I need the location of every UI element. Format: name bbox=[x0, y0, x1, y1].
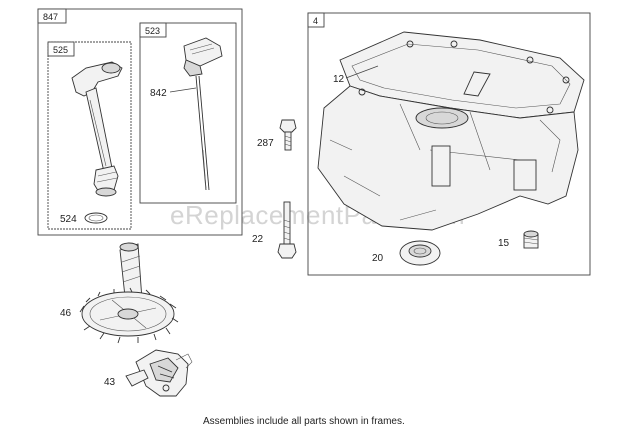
callout-43: 43 bbox=[104, 377, 116, 388]
frame-4-tab bbox=[307, 12, 325, 28]
frame-523-label: 523 bbox=[145, 26, 160, 36]
governor-assembly-part bbox=[125, 349, 193, 397]
frame-847-label: 847 bbox=[43, 12, 58, 22]
callout-15: 15 bbox=[498, 238, 510, 249]
oil-seal-part bbox=[399, 240, 441, 266]
frame-4-label: 4 bbox=[313, 16, 318, 26]
callout-524: 524 bbox=[60, 214, 77, 225]
frame-525: 525 bbox=[47, 41, 132, 230]
frame-525-label: 525 bbox=[53, 45, 68, 55]
plug-part bbox=[523, 230, 539, 249]
callout-842: 842 bbox=[150, 88, 167, 99]
o-ring-part bbox=[84, 212, 108, 224]
dipstick-tube-part bbox=[71, 61, 123, 197]
callout-22: 22 bbox=[252, 234, 264, 245]
callout-12: 12 bbox=[333, 74, 345, 85]
frame-523-tab bbox=[139, 22, 167, 38]
dipstick-part bbox=[183, 37, 223, 191]
callout-287: 287 bbox=[257, 138, 274, 149]
frame-4-border bbox=[307, 12, 591, 276]
frame-523: 523 bbox=[139, 22, 237, 204]
leader-12 bbox=[345, 65, 379, 79]
frame-847: 847 bbox=[37, 8, 243, 236]
crankcase-cover-part bbox=[317, 31, 585, 231]
frame-523-border bbox=[139, 22, 237, 204]
bolt-22-part bbox=[277, 201, 297, 259]
frame-525-tab bbox=[47, 41, 75, 57]
frame-847-border bbox=[37, 8, 243, 236]
frame-4: 4 bbox=[307, 12, 591, 276]
callout-46: 46 bbox=[60, 308, 72, 319]
footer-note: Assemblies include all parts shown in fr… bbox=[203, 416, 405, 427]
callout-20: 20 bbox=[372, 253, 384, 264]
leader-842 bbox=[169, 87, 197, 93]
camshaft-gear-part bbox=[79, 242, 179, 344]
frame-847-tab bbox=[37, 8, 67, 24]
bolt-287-part bbox=[279, 119, 297, 151]
